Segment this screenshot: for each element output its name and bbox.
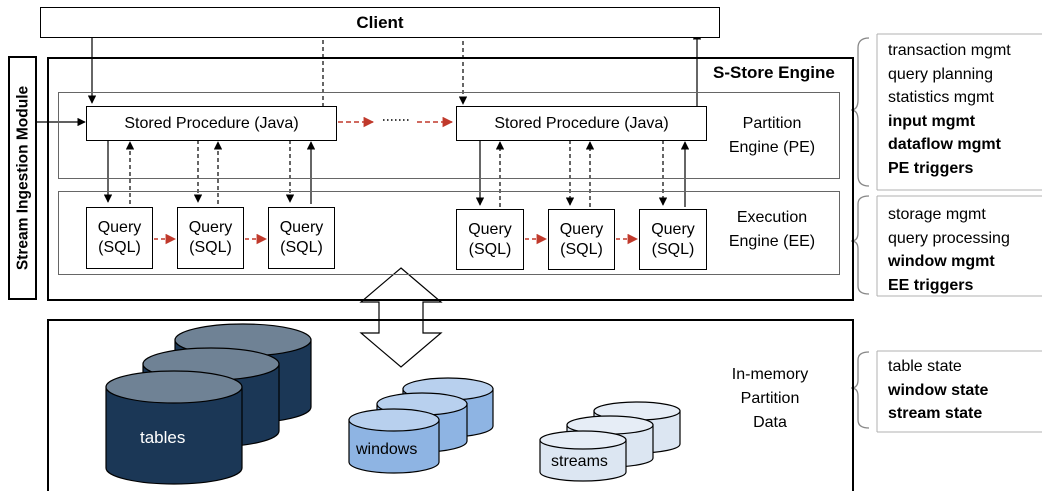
tables-cylinders bbox=[105, 323, 312, 485]
query-box-3: Query (SQL) bbox=[268, 207, 335, 269]
side-pe-item-3: statistics mgmt bbox=[888, 89, 994, 106]
client-label: Client bbox=[356, 12, 404, 32]
query-label: Query bbox=[97, 219, 142, 236]
windows-label: windows bbox=[356, 441, 418, 458]
stored-procedure-right-label: Stored Procedure (Java) bbox=[494, 114, 669, 132]
side-ee-item-4: EE triggers bbox=[888, 276, 974, 294]
query-box-5: Query (SQL) bbox=[548, 209, 615, 270]
side-pe-item-6: PE triggers bbox=[888, 159, 974, 177]
side-pe-item-2: query planning bbox=[888, 65, 993, 83]
side-pe-item-1: transaction mgmt bbox=[888, 42, 1011, 59]
query-box-4: Query (SQL) bbox=[456, 209, 524, 270]
query-lang: (SQL) bbox=[280, 239, 323, 256]
sp-dataflow bbox=[338, 116, 454, 128]
query-label: Query bbox=[188, 219, 233, 236]
engine-data-double-arrow bbox=[359, 267, 443, 368]
stored-procedure-left: Stored Procedure (Java) bbox=[86, 106, 337, 141]
partition-engine-box bbox=[58, 92, 840, 179]
side-panel-pe: transaction mgmt query planning statisti… bbox=[888, 39, 1011, 180]
partition-data-label: In-memory Partition Data bbox=[720, 363, 820, 435]
partition-engine-label-line2: Engine (PE) bbox=[728, 139, 816, 156]
stream-ingestion-label: Stream Ingestion Module bbox=[13, 85, 31, 271]
side-data-item-2: window state bbox=[888, 381, 989, 399]
side-ee-item-2: query processing bbox=[888, 229, 1010, 247]
s-store-engine-box bbox=[47, 57, 854, 301]
right-sp-query-links bbox=[475, 140, 690, 207]
windows-cylinders bbox=[348, 377, 494, 474]
query-label: Query bbox=[468, 220, 512, 238]
client-box: Client bbox=[40, 7, 720, 38]
side-data-item-3: stream state bbox=[888, 405, 983, 422]
query-label: Query bbox=[559, 220, 604, 238]
execution-engine-label-line1: Execution bbox=[736, 209, 808, 226]
query-label: Query bbox=[651, 220, 695, 238]
partition-engine-label-line1: Partition bbox=[742, 115, 802, 132]
side-data-item-1: table state bbox=[888, 358, 962, 375]
query-lang: (SQL) bbox=[651, 240, 695, 258]
stored-procedure-left-label: Stored Procedure (Java) bbox=[124, 114, 299, 132]
side-panel-ee: storage mgmt query processing window mgm… bbox=[888, 203, 1010, 297]
partition-data-label-line2: Partition bbox=[740, 390, 800, 407]
brace-data bbox=[850, 351, 870, 429]
side-panel-data: table state window state stream state bbox=[888, 355, 988, 426]
streams-label: streams bbox=[551, 453, 608, 470]
partition-engine-label: Partition Engine (PE) bbox=[722, 112, 822, 160]
tables-label: tables bbox=[140, 428, 186, 447]
streams-cylinders bbox=[539, 401, 681, 482]
query-box-2: Query (SQL) bbox=[177, 207, 244, 269]
query-lang: (SQL) bbox=[560, 240, 603, 258]
side-ee-item-3: window mgmt bbox=[888, 253, 995, 270]
partition-data-label-line3: Data bbox=[753, 414, 787, 431]
execution-engine-label: Execution Engine (EE) bbox=[722, 206, 822, 254]
side-panel-frames bbox=[876, 33, 1042, 433]
s-store-engine-label: S-Store Engine bbox=[713, 63, 835, 82]
brace-ee bbox=[850, 195, 870, 295]
stream-ingestion-module: Stream Ingestion Module bbox=[8, 56, 37, 300]
side-pe-item-4: input mgmt bbox=[888, 112, 976, 130]
stored-procedure-right: Stored Procedure (Java) bbox=[456, 106, 707, 141]
query-lang: (SQL) bbox=[189, 239, 232, 256]
side-pe-item-5: dataflow mgmt bbox=[888, 136, 1001, 153]
partition-data-box bbox=[47, 319, 854, 491]
query-box-1: Query (SQL) bbox=[86, 207, 153, 269]
execution-engine-label-line2: Engine (EE) bbox=[728, 233, 816, 250]
query-lang: (SQL) bbox=[468, 240, 512, 258]
query-box-6: Query (SQL) bbox=[639, 209, 707, 270]
query-label: Query bbox=[279, 219, 324, 236]
partition-data-label-line1: In-memory bbox=[731, 366, 809, 383]
brace-pe bbox=[850, 37, 870, 187]
side-ee-item-1: storage mgmt bbox=[888, 206, 986, 223]
execution-engine-box bbox=[58, 191, 840, 275]
query-lang: (SQL) bbox=[98, 239, 141, 256]
